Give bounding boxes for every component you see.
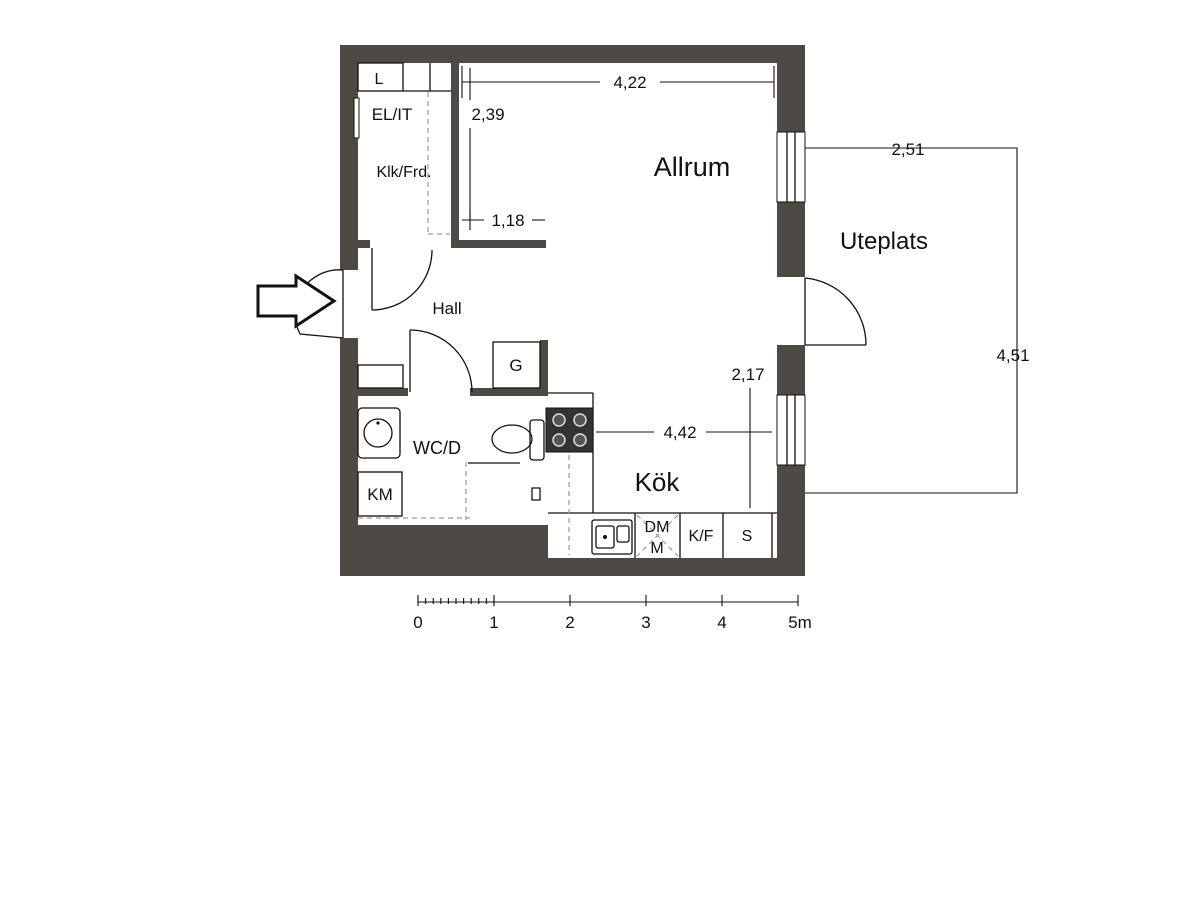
- window-allrum: [776, 131, 806, 203]
- room-label-uteplats: Uteplats: [840, 228, 928, 255]
- scale-labels: 0 1 2 3 4 5m: [413, 613, 812, 632]
- uteplats-outline: [805, 147, 1018, 494]
- wc-fixtures: [357, 407, 545, 520]
- dim-label-closet: 1,18: [491, 211, 524, 230]
- window-kok: [776, 394, 806, 466]
- sink-icon: [591, 519, 633, 555]
- door-terrace: [804, 277, 867, 346]
- fixture-label-l: L: [375, 71, 384, 88]
- door-closet: [371, 248, 433, 311]
- dim-label-kok-width: 4,42: [663, 423, 696, 442]
- scale-tick-label: 0: [413, 613, 422, 632]
- room-label-hall: Hall: [432, 299, 461, 318]
- fixture-label-dm-2: M: [650, 540, 663, 557]
- dim-label-allrum-width: 4,22: [613, 73, 646, 92]
- closet-column: [353, 62, 451, 235]
- hall-shelf: [357, 364, 404, 389]
- scale-tick-label: 2: [565, 613, 574, 632]
- scale-bar: [417, 595, 799, 606]
- dim-label-allrum-depth: 2,39: [471, 105, 504, 124]
- room-label-allrum: Allrum: [654, 152, 731, 182]
- dim-label-uteplats-depth: 4,51: [996, 346, 1029, 365]
- fixture-label-g: G: [509, 356, 522, 375]
- scale-tick-label: 1: [489, 613, 498, 632]
- fixture-label-dm: DM: [645, 519, 670, 536]
- dim-label-uteplats-width: 2,51: [891, 140, 924, 159]
- fixture-label-klk-frd: Klk/Frd.: [376, 164, 431, 181]
- fixture-label-kf: K/F: [689, 528, 714, 545]
- dishwasher-icon: [636, 514, 679, 557]
- fixture-label-km: KM: [367, 485, 393, 504]
- room-label-wc: WC/D: [413, 438, 461, 458]
- door-wc: [409, 329, 473, 393]
- entrance-arrow-icon: [256, 273, 337, 329]
- room-label-kok: Kök: [635, 467, 681, 497]
- stove-icon: [545, 407, 594, 453]
- interior-walls: [358, 63, 548, 396]
- dim-label-kok-depth: 2,17: [731, 365, 764, 384]
- scale-tick-label: 3: [641, 613, 650, 632]
- dimension-lines: [461, 66, 775, 508]
- cabinet-g: [492, 341, 541, 389]
- scale-tick-label: 4: [717, 613, 726, 632]
- outer-walls: [340, 45, 805, 576]
- scale-tick-label: 5m: [788, 613, 812, 632]
- fixture-label-s: S: [742, 528, 753, 545]
- fixture-label-el-it: EL/IT: [372, 105, 413, 124]
